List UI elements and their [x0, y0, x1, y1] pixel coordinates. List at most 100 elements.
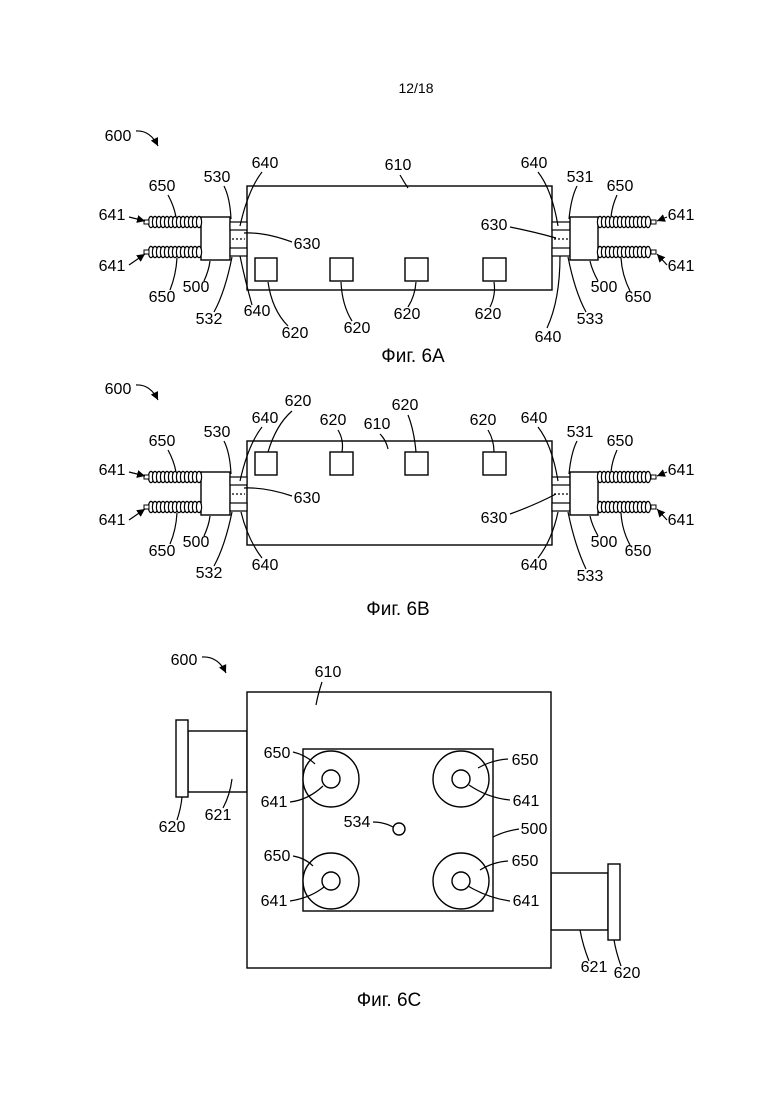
box-620	[255, 258, 277, 281]
ref-numeral: 500	[183, 534, 210, 551]
leader-line	[204, 516, 210, 536]
coil-650	[148, 216, 201, 227]
figure-arrow	[136, 385, 158, 400]
arrow-641	[657, 217, 667, 221]
ref-numeral: 641	[99, 512, 126, 529]
ref-numeral: 641	[261, 794, 288, 811]
ref-numeral: 620	[470, 412, 497, 429]
arrow-641	[129, 217, 145, 221]
ref-numeral: 620	[614, 965, 641, 982]
ref-numeral: 621	[581, 959, 608, 976]
coil-650	[597, 471, 650, 482]
ref-numeral: 620	[392, 397, 419, 414]
leader-line	[224, 186, 231, 219]
ref-numeral: 640	[521, 557, 548, 574]
ref-numeral: 650	[512, 752, 539, 769]
ref-numeral: 610	[385, 157, 412, 174]
leader-line	[590, 261, 598, 281]
ref-numeral: 531	[567, 169, 594, 186]
ref-numeral: 650	[625, 543, 652, 560]
ref-numeral: 641	[513, 793, 540, 810]
terminal-641	[452, 770, 470, 788]
ref-numeral: 533	[577, 311, 604, 328]
coil-650	[597, 501, 650, 512]
ref-numeral: 641	[668, 512, 695, 529]
leader-line	[177, 797, 182, 820]
ref-numeral: 620	[475, 306, 502, 323]
ref-numeral: 640	[521, 410, 548, 427]
connector-rail	[552, 477, 570, 485]
port-534	[393, 823, 405, 835]
ref-numeral: 640	[521, 155, 548, 172]
connector-rail	[230, 222, 247, 230]
ref-numeral: 600	[105, 381, 132, 398]
ref-numeral: 630	[481, 217, 508, 234]
ref-numeral: 640	[535, 329, 562, 346]
ref-numeral: 531	[567, 424, 594, 441]
leader-line	[168, 450, 176, 472]
ref-numeral: 620	[394, 306, 421, 323]
ref-numeral: 650	[149, 433, 176, 450]
block-500	[570, 472, 598, 515]
ref-numeral: 650	[264, 745, 291, 762]
leader-line	[590, 516, 598, 536]
ref-numeral: 530	[204, 424, 231, 441]
ref-numeral: 500	[591, 534, 618, 551]
ref-numeral: 500	[521, 821, 548, 838]
coil-650	[148, 501, 201, 512]
leader-line	[614, 940, 621, 966]
leader-line	[621, 258, 630, 291]
ref-numeral: 650	[149, 178, 176, 195]
leader-line	[580, 930, 589, 961]
ref-numeral: 650	[512, 853, 539, 870]
leader-line	[204, 261, 210, 281]
leader-line	[568, 257, 586, 312]
coil-650	[597, 216, 650, 227]
ref-numeral: 641	[99, 207, 126, 224]
box-620	[483, 452, 506, 475]
ref-numeral: 620	[344, 320, 371, 337]
terminal-641	[452, 872, 470, 890]
ref-numeral: 650	[607, 178, 634, 195]
arrow-641	[657, 254, 667, 265]
terminal-641	[651, 475, 656, 479]
ref-numeral: 630	[294, 236, 321, 253]
ref-numeral: 650	[625, 289, 652, 306]
ref-numeral: 650	[149, 543, 176, 560]
ref-numeral: 620	[282, 325, 309, 342]
leader-line	[569, 186, 577, 219]
ref-numeral: 650	[607, 433, 634, 450]
coil-650	[597, 246, 650, 257]
ref-numeral: 630	[481, 510, 508, 527]
ref-numeral: 640	[244, 303, 271, 320]
ref-numeral: 533	[577, 568, 604, 585]
ref-numeral: 600	[171, 652, 198, 669]
ref-numeral: 500	[183, 279, 210, 296]
ref-numeral: 600	[105, 128, 132, 145]
box-620	[255, 452, 277, 475]
terminal-641	[651, 250, 656, 254]
tube-621	[188, 731, 247, 792]
terminal-641	[144, 250, 149, 254]
leader-line	[170, 513, 177, 544]
leader-line	[568, 512, 586, 569]
tube-621	[551, 873, 608, 930]
figure-6c: 600 610 650 641 534 500 650 641 650 641 …	[159, 652, 641, 1011]
block-500	[570, 217, 598, 260]
box-620	[405, 258, 428, 281]
leader-line	[224, 441, 231, 474]
connector-rail	[230, 477, 247, 485]
leader-line	[621, 513, 630, 545]
figure-caption: Фиг. 6A	[381, 346, 445, 367]
ref-numeral: 532	[196, 565, 223, 582]
box-620	[330, 258, 353, 281]
connector-rail	[552, 222, 570, 230]
coil-650	[148, 471, 201, 482]
box-620	[405, 452, 428, 475]
ref-numeral: 620	[320, 412, 347, 429]
connector-rail	[552, 248, 570, 256]
figure-6b: 600 640 620 620 610 620 620 640 650 530 …	[99, 381, 695, 620]
leader-line	[170, 258, 177, 290]
figure-arrow	[202, 657, 226, 673]
